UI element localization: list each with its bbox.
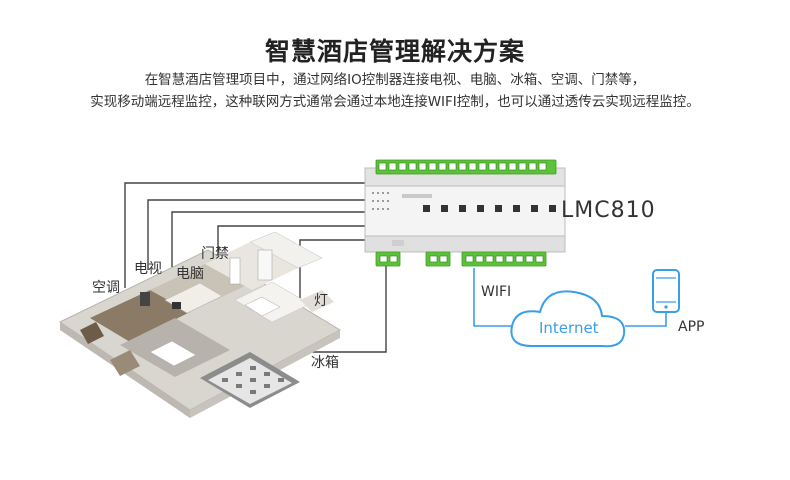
label-internet: Internet (539, 319, 599, 337)
page-title: 智慧酒店管理解决方案 (264, 37, 525, 66)
wire-light (299, 239, 365, 318)
label-wifi: WIFI (481, 284, 511, 300)
network-links (473, 268, 667, 327)
label-fridge: 冰箱 (311, 355, 339, 371)
label-access: 门禁 (201, 246, 229, 262)
description-line-2: 实现移动端远程监控，这种联网方式通常会通过本地连接WIFI控制，也可以通过透传云… (90, 94, 700, 110)
wire-fridge (290, 262, 387, 353)
hotel-floor-plan (59, 231, 342, 418)
cloud-icon (510, 290, 626, 348)
phone-icon (652, 269, 680, 313)
label-computer: 电脑 (176, 266, 204, 282)
label-app: APP (678, 319, 704, 335)
wire-tv (147, 199, 365, 270)
wifi-link (473, 268, 520, 327)
wire-computer (171, 211, 365, 275)
lmc810-controller (364, 159, 566, 267)
wire-aircon (124, 182, 365, 288)
connection-wires (124, 182, 387, 353)
label-tv: 电视 (134, 261, 162, 277)
device-model-label: LMC810 (561, 198, 656, 223)
app-link (625, 312, 667, 327)
label-light: 灯 (314, 293, 328, 309)
description-line-1: 在智慧酒店管理项目中，通过网络IO控制器连接电视、电脑、冰箱、空调、门禁等， (144, 72, 646, 88)
bottom-terminal-blocks (375, 251, 547, 267)
label-aircon: 空调 (92, 280, 120, 296)
